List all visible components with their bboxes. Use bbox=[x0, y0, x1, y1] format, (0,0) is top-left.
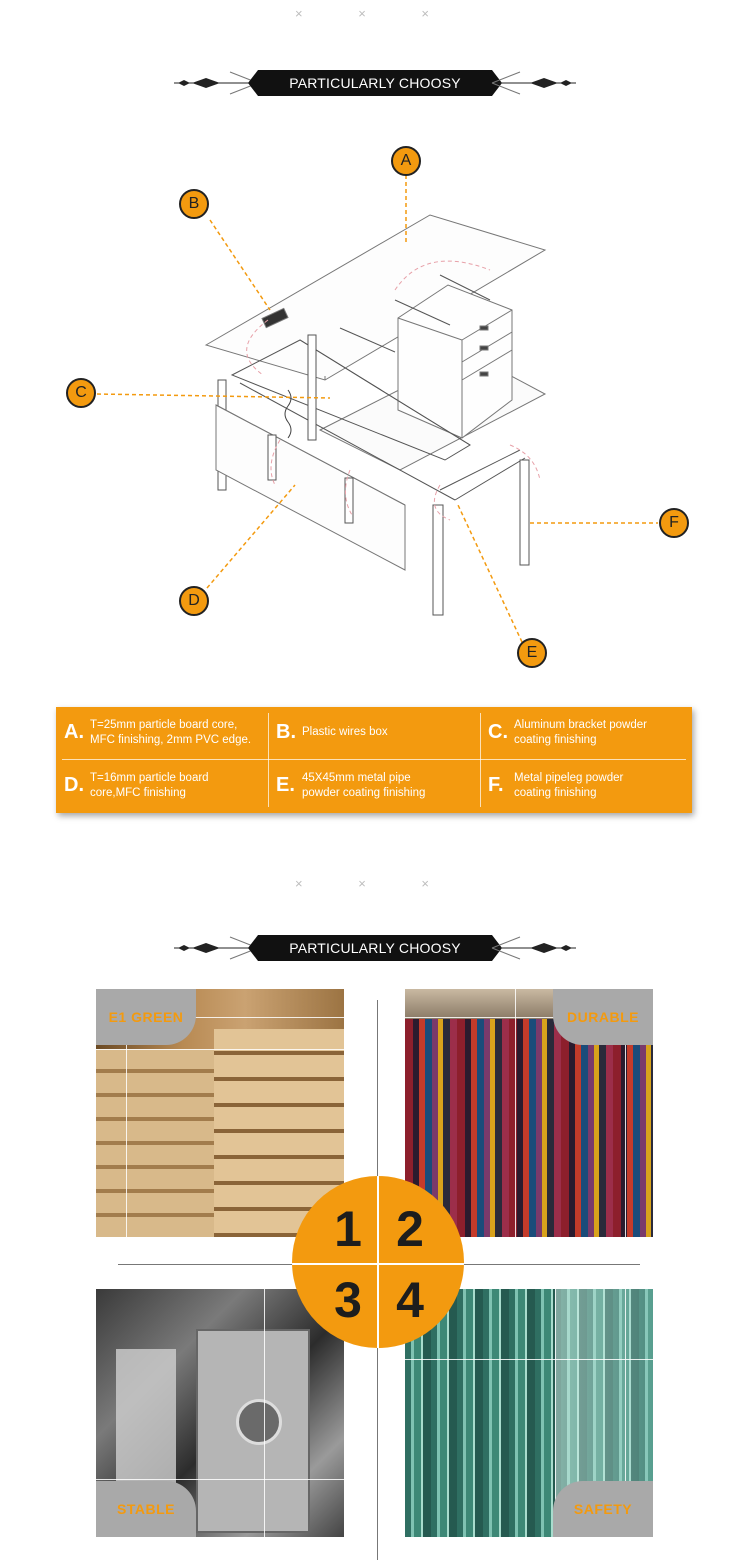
feature-number-4: 4 bbox=[396, 1272, 424, 1328]
feature-label-durable: DURABLE bbox=[553, 989, 653, 1045]
photo-glass-sheets: SAFETY bbox=[405, 1289, 653, 1537]
spec-divider bbox=[268, 713, 269, 807]
feature-label-stable: STABLE bbox=[96, 1481, 196, 1537]
spec-letter: E. bbox=[276, 774, 295, 796]
feature-label-safety: SAFETY bbox=[553, 1481, 653, 1537]
marker-f: F bbox=[659, 508, 689, 538]
feature-number-3: 3 bbox=[334, 1272, 362, 1328]
spec-text: Aluminum bracket powder coating finishin… bbox=[514, 719, 647, 746]
section-title: PARTICULARLY CHOOSY bbox=[289, 75, 461, 91]
desk-line-drawing bbox=[96, 175, 658, 643]
spec-cell-a: A. T=25mm particle board core, MFC finis… bbox=[56, 707, 268, 760]
banner-bar bbox=[248, 935, 502, 961]
section-title-banner: PARTICULARLY CHOOSY bbox=[170, 935, 580, 961]
spec-cell-b: B. Plastic wires box bbox=[268, 707, 480, 760]
spec-text: Metal pipeleg powder coating finishing bbox=[514, 772, 624, 799]
machine-plate bbox=[196, 1329, 310, 1533]
spec-letter: D. bbox=[64, 774, 84, 796]
marker-a: A bbox=[391, 146, 421, 176]
banner-right-ornament bbox=[491, 71, 576, 95]
photo-colored-tubes: DURABLE bbox=[405, 989, 653, 1237]
marker-d: D bbox=[179, 586, 209, 616]
spec-divider bbox=[62, 759, 686, 760]
spec-cell-c: C. Aluminum bracket powder coating finis… bbox=[480, 707, 692, 760]
spec-cell-f: F. Metal pipeleg powder coating finishin… bbox=[480, 760, 692, 813]
section-title-banner: PARTICULARLY CHOOSY bbox=[170, 70, 580, 96]
section-title: PARTICULARLY CHOOSY bbox=[289, 940, 461, 956]
marker-e: E bbox=[517, 638, 547, 668]
photo-particle-board: E1 GREEN bbox=[96, 989, 344, 1237]
spec-letter: B. bbox=[276, 721, 296, 743]
marker-c: C bbox=[66, 378, 96, 408]
decorative-x-marks: × × × bbox=[295, 6, 455, 21]
spec-text: T=25mm particle board core, MFC finishin… bbox=[90, 719, 252, 746]
feature-label-e1-green: E1 GREEN bbox=[96, 989, 196, 1045]
spec-cell-e: E. 45X45mm metal pipe powder coating fin… bbox=[268, 760, 480, 813]
machine-gear bbox=[236, 1399, 282, 1445]
spec-divider bbox=[480, 713, 481, 807]
spec-text: T=16mm particle board core,MFC finishing bbox=[90, 772, 209, 799]
spec-letter: F. bbox=[488, 774, 504, 796]
feature-number-1: 1 bbox=[334, 1201, 362, 1257]
feature-number-2: 2 bbox=[396, 1201, 424, 1257]
spec-letter: C. bbox=[488, 721, 508, 743]
spec-text: Plastic wires box bbox=[302, 726, 388, 738]
desk-exploded-diagram: A B C D E F bbox=[0, 140, 750, 680]
decorative-x-marks: × × × bbox=[295, 876, 455, 891]
banner-left-ornament bbox=[174, 936, 259, 960]
feature-number-circle: 1 2 3 4 bbox=[292, 1176, 464, 1348]
spec-table: A. T=25mm particle board core, MFC finis… bbox=[56, 707, 692, 813]
banner-left-ornament bbox=[174, 71, 259, 95]
spec-text: 45X45mm metal pipe powder coating finish… bbox=[302, 772, 426, 799]
marker-b: B bbox=[179, 189, 209, 219]
banner-right-ornament bbox=[491, 936, 576, 960]
banner-bar bbox=[248, 70, 502, 96]
spec-letter: A. bbox=[64, 721, 84, 743]
spec-cell-d: D. T=16mm particle board core,MFC finish… bbox=[56, 760, 268, 813]
photo-machinery: STABLE bbox=[96, 1289, 344, 1537]
